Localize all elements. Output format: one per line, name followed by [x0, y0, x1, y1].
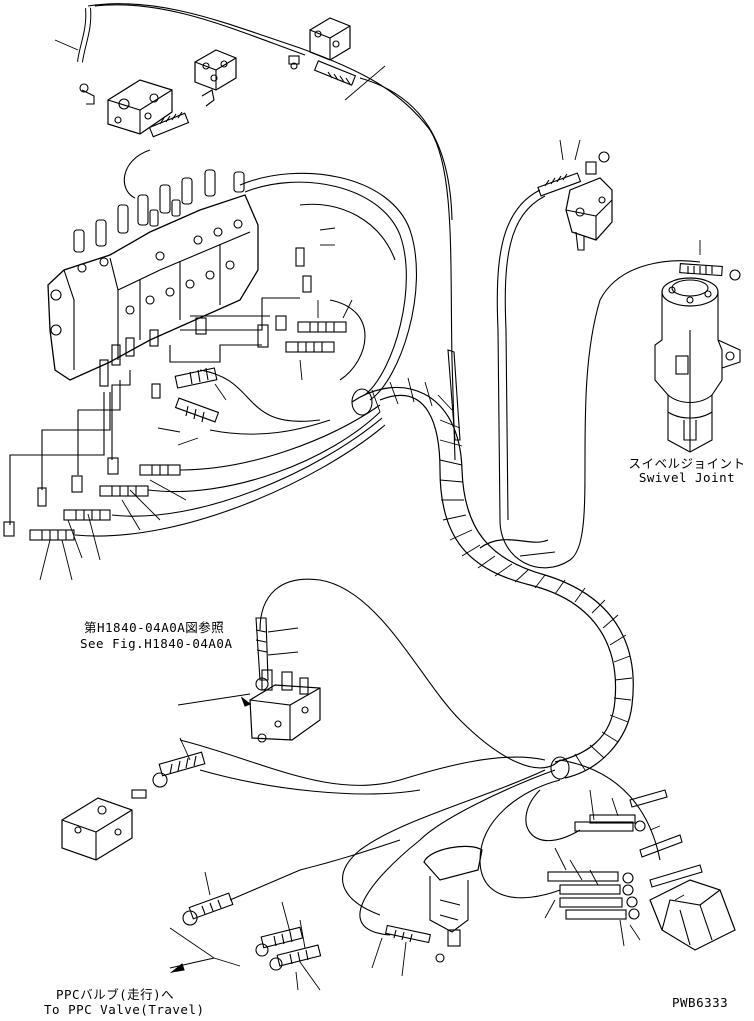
- fitting-swivel-upper: [537, 172, 582, 197]
- spiral-wrap-bands: [371, 377, 633, 771]
- valve-bottom-fittings: [99, 317, 207, 387]
- fitting-swivel-right: [679, 263, 741, 281]
- ppc-valve-label-en: To PPC Valve(Travel): [44, 1002, 205, 1017]
- swivel-joint-label-en: Swivel Joint: [638, 470, 736, 485]
- fitting-left-2: [99, 485, 149, 497]
- fitting-mid-1: [297, 321, 347, 333]
- see-fig-label-en: See Fig.H1840-04A0A: [80, 636, 233, 651]
- main-control-valve: [47, 169, 259, 387]
- spiral-wrapped-hose-bundle: [351, 349, 634, 780]
- fittings-right-cluster: [547, 814, 646, 920]
- port-circles: [50, 219, 243, 336]
- fitting-mid-2: [285, 341, 335, 353]
- drawing-number: PWB6333: [672, 995, 729, 1010]
- small-elbow-fittings: [3, 55, 312, 537]
- swivel-joint: [654, 277, 741, 453]
- swivel-joint-label-jp: スイベルジョイント: [628, 456, 746, 471]
- fitting-left-1: [139, 464, 181, 476]
- hose-lines: [9, 3, 701, 936]
- fitting-bottom-2: [255, 926, 304, 957]
- fitting-bottom-4: [384, 924, 432, 944]
- travel-ppc-valve-assembly: [249, 617, 321, 743]
- ppc-valve-label-jp: PPCバルブ(走行)へ: [56, 987, 175, 1002]
- fitting-bottom-1: [182, 892, 234, 926]
- fitting-upper-1: [148, 111, 190, 138]
- fitting-left-4: [29, 529, 75, 541]
- ppc-valve-arrow: [170, 963, 185, 973]
- hose-fittings: [3, 55, 741, 971]
- upper-middle-block: [194, 49, 237, 91]
- fitting-mid-3: [174, 367, 218, 389]
- see-fig-label-jp: 第H1840-04A0A図参照: [84, 620, 225, 635]
- fitting-left-3: [63, 509, 111, 521]
- fitting-lower-left: [131, 751, 206, 799]
- lower-left-block: [61, 797, 133, 861]
- upper-right-valve: [565, 151, 613, 251]
- leader-lines: [39, 39, 701, 991]
- spool-caps: [73, 169, 245, 253]
- travel-pedal-bracket: [423, 845, 483, 963]
- upper-left-manifold-block: [107, 79, 173, 135]
- see-fig-arrow: [240, 696, 252, 707]
- right-lower-bracket: [629, 789, 736, 951]
- fitting-bottom-3: [269, 944, 322, 971]
- fitting-top-right: [313, 60, 357, 86]
- top-right-block: [309, 17, 351, 61]
- fitting-mid-4: [174, 397, 220, 423]
